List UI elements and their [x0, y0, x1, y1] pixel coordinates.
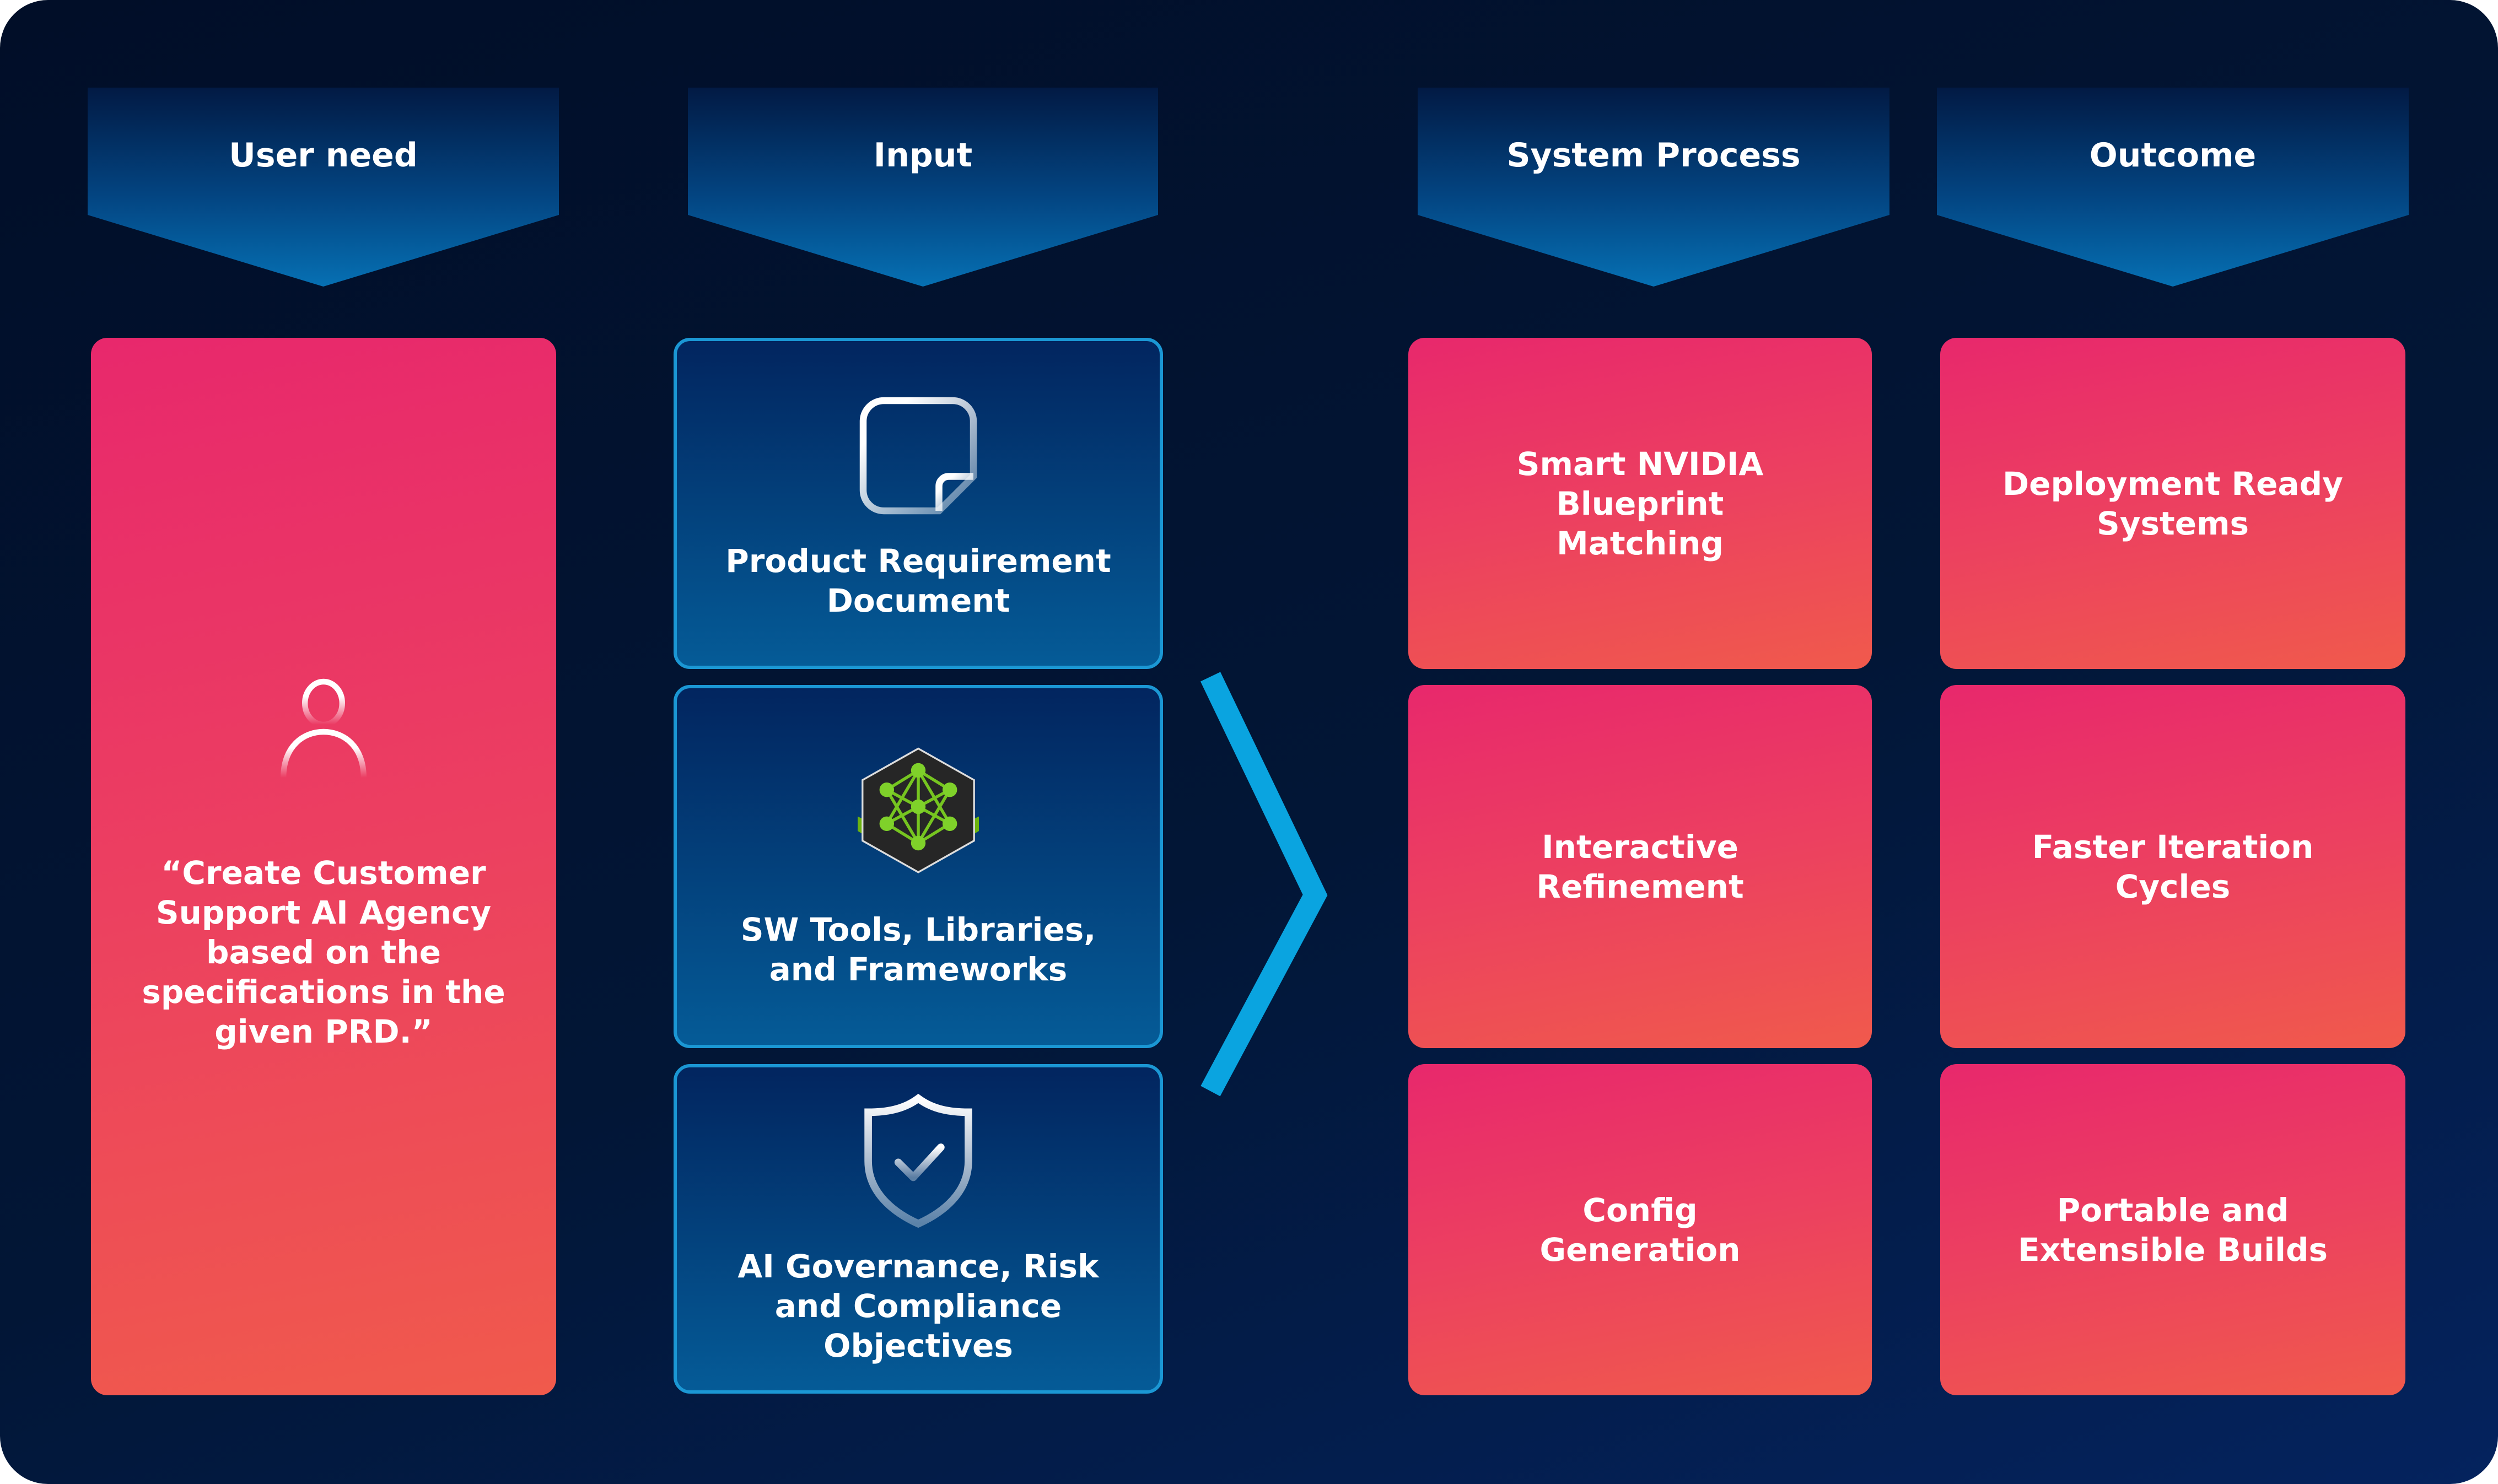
outcome-label: Deployment Ready Systems	[2002, 465, 2343, 542]
outcome-card-faster-iteration: Faster Iteration Cycles	[1940, 685, 2405, 1048]
header-label: User need	[229, 136, 418, 175]
header-label: Input	[873, 136, 973, 175]
process-card-interactive-refinement: Interactive Refinement	[1408, 685, 1872, 1048]
input-label: AI Governance, Risk and Compliance Objec…	[737, 1248, 1099, 1364]
document-icon	[859, 397, 977, 514]
input-card-prd: Product Requirement Document	[674, 338, 1163, 669]
process-label: Interactive Refinement	[1536, 828, 1744, 905]
neural-network-cube-icon	[858, 747, 979, 873]
outcome-label: Portable and Extensible Builds	[2017, 1191, 2328, 1269]
process-label: Config Generation	[1539, 1191, 1741, 1269]
input-card-governance: AI Governance, Risk and Compliance Objec…	[674, 1064, 1163, 1394]
input-label: Product Requirement Document	[725, 542, 1111, 619]
header-label: Outcome	[2089, 136, 2257, 175]
process-card-blueprint-matching: Smart NVIDIA Blueprint Matching	[1408, 338, 1872, 669]
process-card-config-generation: Config Generation	[1408, 1064, 1872, 1395]
user-icon	[281, 678, 367, 778]
process-label: Smart NVIDIA Blueprint Matching	[1516, 445, 1764, 562]
outcome-card-deployment-ready: Deployment Ready Systems	[1940, 338, 2405, 669]
header-label: System Process	[1506, 136, 1801, 175]
shield-check-icon	[864, 1093, 972, 1228]
user-need-card: “Create Customer Support AI Agency based…	[91, 338, 556, 1395]
outcome-label: Faster Iteration Cycles	[2032, 828, 2314, 905]
input-label: SW Tools, Libraries, and Frameworks	[740, 910, 1096, 988]
input-card-sw-tools: SW Tools, Libraries, and Frameworks	[674, 685, 1163, 1048]
user-need-quote: “Create Customer Support AI Agency based…	[142, 854, 505, 1050]
outcome-card-portable-builds: Portable and Extensible Builds	[1940, 1064, 2405, 1395]
